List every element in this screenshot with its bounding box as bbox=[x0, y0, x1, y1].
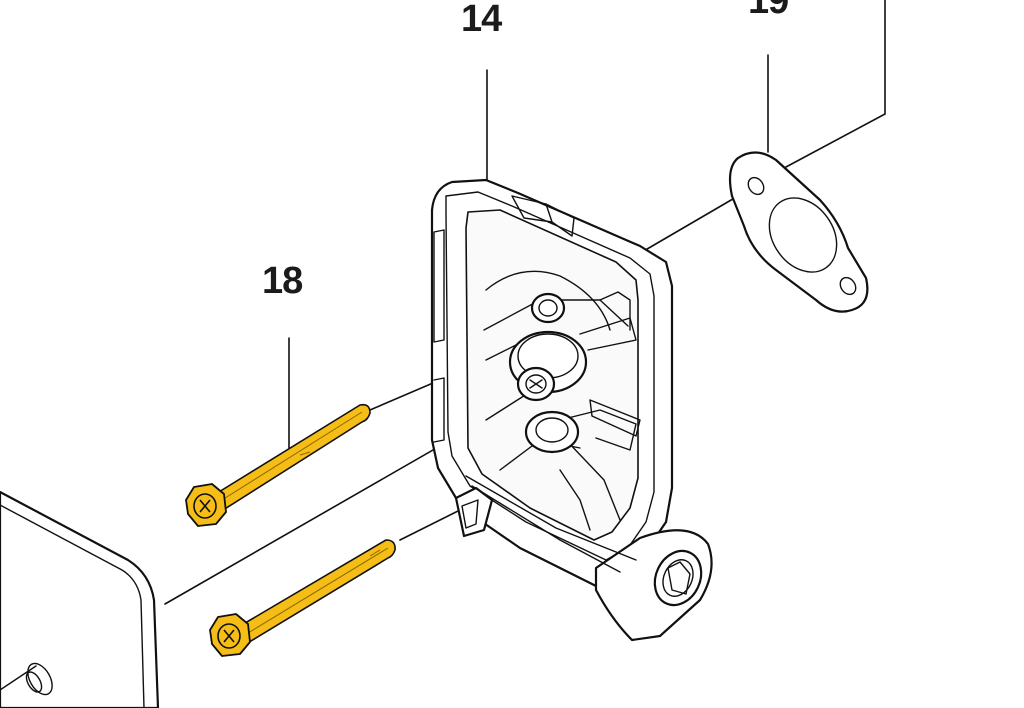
align-gasket bbox=[641, 195, 739, 253]
bolt-lower bbox=[209, 539, 396, 657]
callout-part-19: 19 bbox=[748, 0, 789, 22]
callout-part-14: 14 bbox=[461, 0, 502, 40]
bolt-upper bbox=[185, 403, 371, 527]
muffler-body bbox=[0, 490, 160, 708]
exhaust-housing-part-14 bbox=[430, 178, 713, 642]
leader-19-bracket bbox=[785, 0, 886, 168]
gasket-part-19 bbox=[728, 151, 869, 313]
callout-part-18: 18 bbox=[262, 260, 303, 302]
